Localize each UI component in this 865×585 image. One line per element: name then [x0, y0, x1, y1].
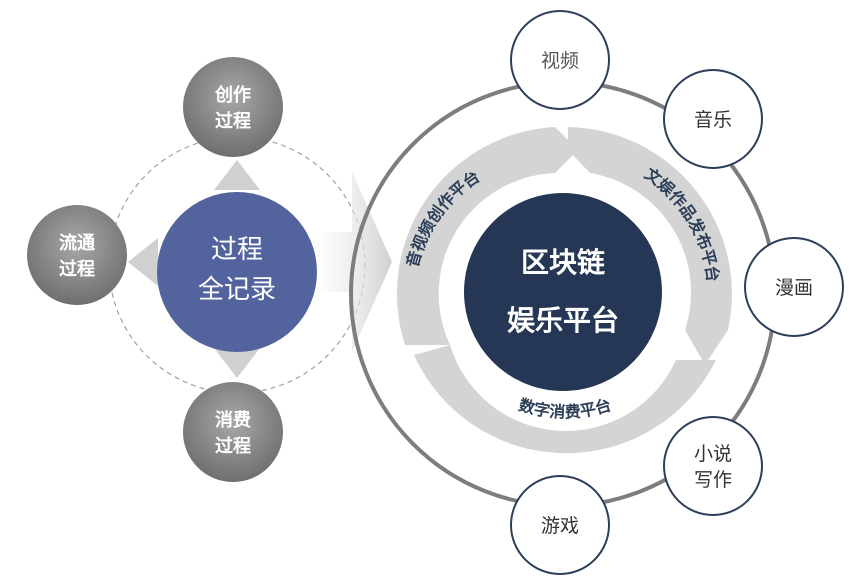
node-circulation-process [27, 205, 127, 305]
node-consume-process [183, 382, 283, 482]
node-circulation-line2: 过程 [59, 258, 95, 280]
cycle-segment-left [396, 127, 578, 345]
arrow-down [214, 348, 260, 378]
center-node-line2: 全记录 [198, 275, 276, 305]
satellite-video [510, 10, 610, 110]
node-create-process [183, 57, 283, 157]
satellite-novel [663, 416, 763, 516]
satellite-music [663, 69, 763, 169]
right-cluster: 音视频创作平台 文娱作品发布平台 数字消费平台 区块链 娱乐平台 视频 音乐 漫… [349, 10, 844, 575]
satellite-music-label: 音乐 [694, 109, 732, 131]
node-circulation-line1: 流通 [59, 232, 95, 254]
left-cluster: 过程 全记录 创作 过程 流通 过程 消费 过程 [27, 57, 392, 482]
hub-line2: 娱乐平台 [507, 304, 619, 337]
cycle-segment-bottom [414, 345, 716, 454]
arrow-right-band [300, 172, 392, 352]
satellite-video-label: 视频 [541, 50, 579, 72]
hub-line1: 区块链 [521, 246, 605, 279]
node-consume-line1: 消费 [215, 409, 251, 431]
satellite-comic-label: 漫画 [775, 277, 813, 299]
satellite-novel-line2: 写作 [694, 469, 732, 491]
arrow-left [128, 238, 158, 286]
satellite-game-label: 游戏 [541, 515, 579, 537]
node-create-line2: 过程 [215, 110, 251, 132]
center-node-line1: 过程 [211, 235, 263, 265]
node-create-line1: 创作 [214, 84, 251, 106]
arc-label-bottom: 数字消费平台 [517, 395, 614, 422]
node-consume-line2: 过程 [215, 435, 251, 457]
satellite-novel-line1: 小说 [694, 443, 732, 465]
satellite-game [510, 475, 610, 575]
center-node [157, 192, 317, 352]
cycle-segment-right [568, 127, 732, 365]
cycle-ring [396, 127, 732, 454]
satellite-comic [744, 237, 844, 337]
arrow-up [214, 160, 260, 190]
hub-node [464, 193, 662, 391]
